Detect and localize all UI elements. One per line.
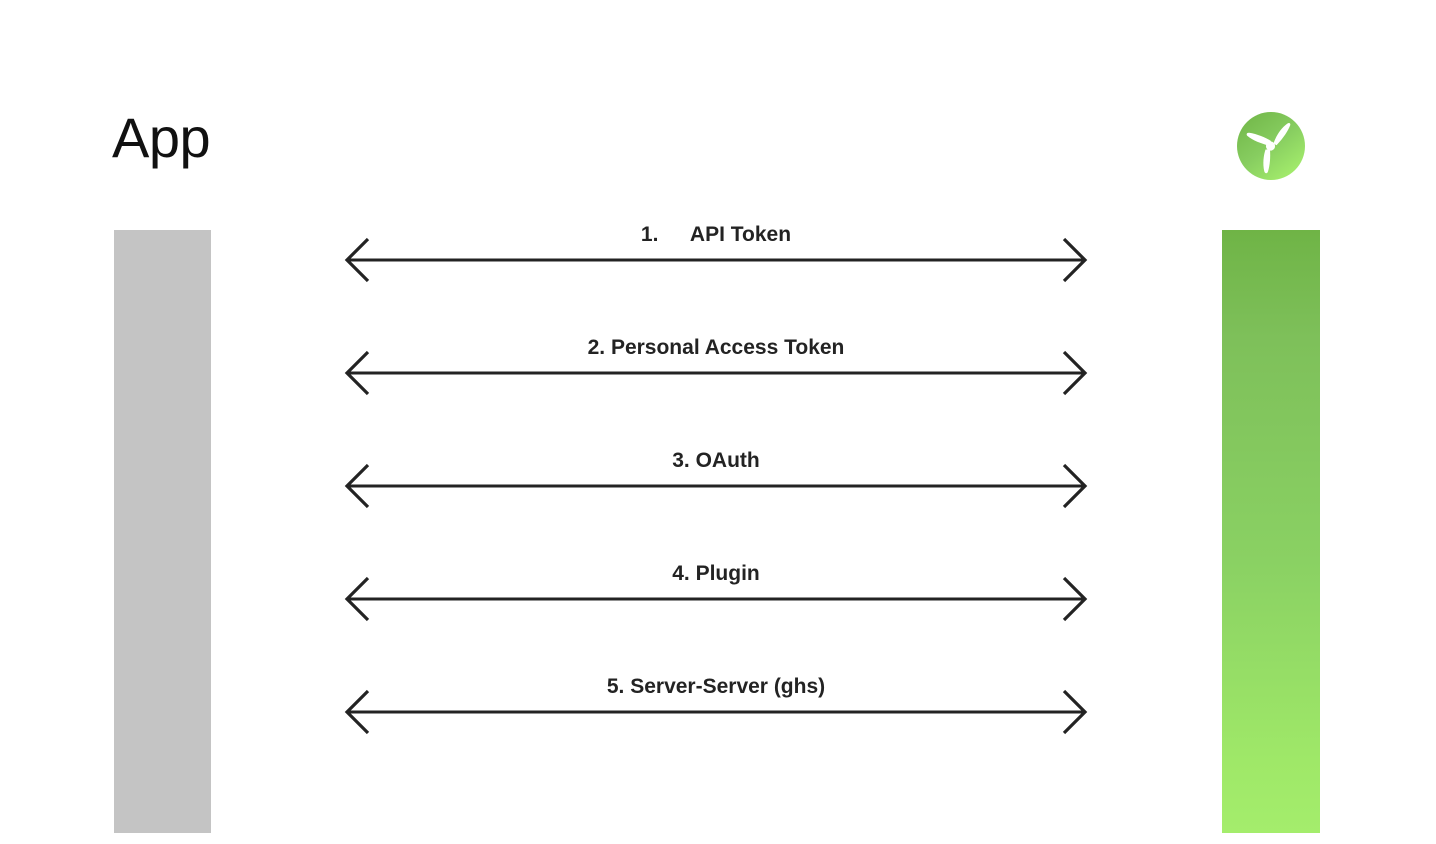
message-arrow-personal-access-token — [344, 350, 1088, 396]
right-actor-lifeline — [1222, 230, 1320, 833]
message-label-api-token: 1. API Token — [640, 222, 792, 246]
message-arrow-plugin — [344, 576, 1088, 622]
left-actor-lifeline — [114, 230, 211, 833]
message-label-oauth: 3. OAuth — [672, 448, 760, 472]
message-arrow-server-server-ghs — [344, 689, 1088, 735]
message-arrow-api-token — [344, 237, 1088, 283]
left-actor-title: App — [112, 106, 211, 169]
propeller-logo-icon — [1235, 110, 1307, 182]
message-label-plugin: 4. Plugin — [672, 561, 760, 585]
message-label-personal-access-token: 2. Personal Access Token — [587, 335, 845, 359]
message-arrow-oauth — [344, 463, 1088, 509]
message-label-server-server-ghs: 5. Server-Server (ghs) — [606, 674, 826, 698]
